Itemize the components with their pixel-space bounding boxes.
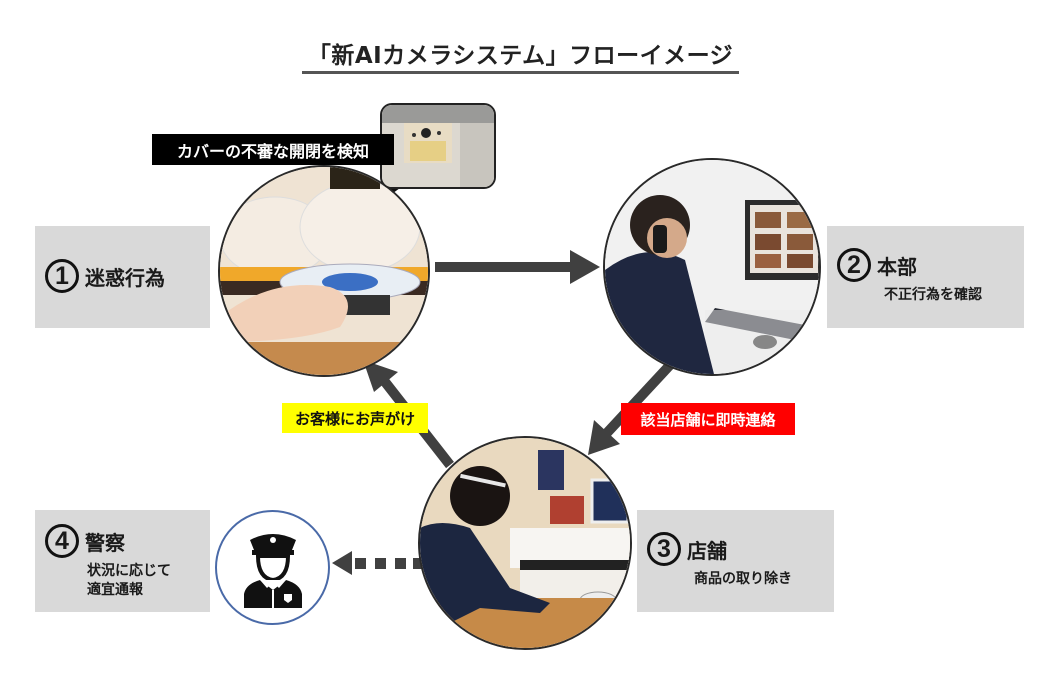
step-4-subtitle: 状況に応じて 適宜通報 [87,562,171,600]
step-1-number: 1 [45,259,79,293]
step-2-photo [603,158,821,376]
step-4-box: 4 警察 状況に応じて 適宜通報 [35,510,210,612]
step-2-title: 本部 [877,254,917,279]
store-staff-removing-plate-photo [420,438,630,648]
step-2-number: 2 [837,248,871,282]
step-1-box: 1 迷惑行為 [35,226,210,328]
step-3-number: 3 [647,532,681,566]
callout-detect-text: カバーの不審な開閉を検知 [176,141,369,161]
step-1-title: 迷惑行為 [85,265,165,290]
step-4-title: 警察 [85,530,125,555]
step-4-subtitle-line-1: 状況に応じて [87,563,171,579]
callout-detect: カバーの不審な開閉を検知 [152,134,394,165]
arrow-step2-to-step3 [588,361,674,455]
camera-inset-photo [380,103,496,189]
conveyor-sushi-plate-hand-photo [220,167,428,375]
step-2-subtitle: 不正行為を確認 [884,287,982,303]
arrow-step3-to-step4-dotted [332,551,424,575]
callout-contact-store: 該当店舗に即時連絡 [621,403,795,435]
ai-camera-cover-closeup-photo [382,105,494,187]
headquarters-staff-on-phone-photo [605,160,819,374]
step-3-title: 店舗 [687,538,727,563]
step-1-photo [218,165,430,377]
callout-speak-customer-text: お客様にお声がけ [294,409,415,428]
step-4-subtitle-line-2: 適宜通報 [87,582,143,598]
diagram-title: 「新AIカメラシステム」フローイメージ [0,36,1041,74]
step-2-box: 2 本部 不正行為を確認 [827,226,1024,328]
step-3-box: 3 店舗 商品の取り除き [637,510,834,612]
arrow-step1-to-step2 [435,250,600,284]
step-4-number: 4 [45,524,79,558]
step-3-subtitle: 商品の取り除き [694,571,792,587]
step-3-photo [418,436,632,650]
police-officer-icon [243,533,302,608]
callout-contact-store-text: 該当店舗に即時連絡 [640,410,776,429]
title-text: 「新AIカメラシステム」フローイメージ [301,43,740,74]
callout-speak-customer: お客様にお声がけ [282,403,428,433]
police-circle [215,510,330,625]
